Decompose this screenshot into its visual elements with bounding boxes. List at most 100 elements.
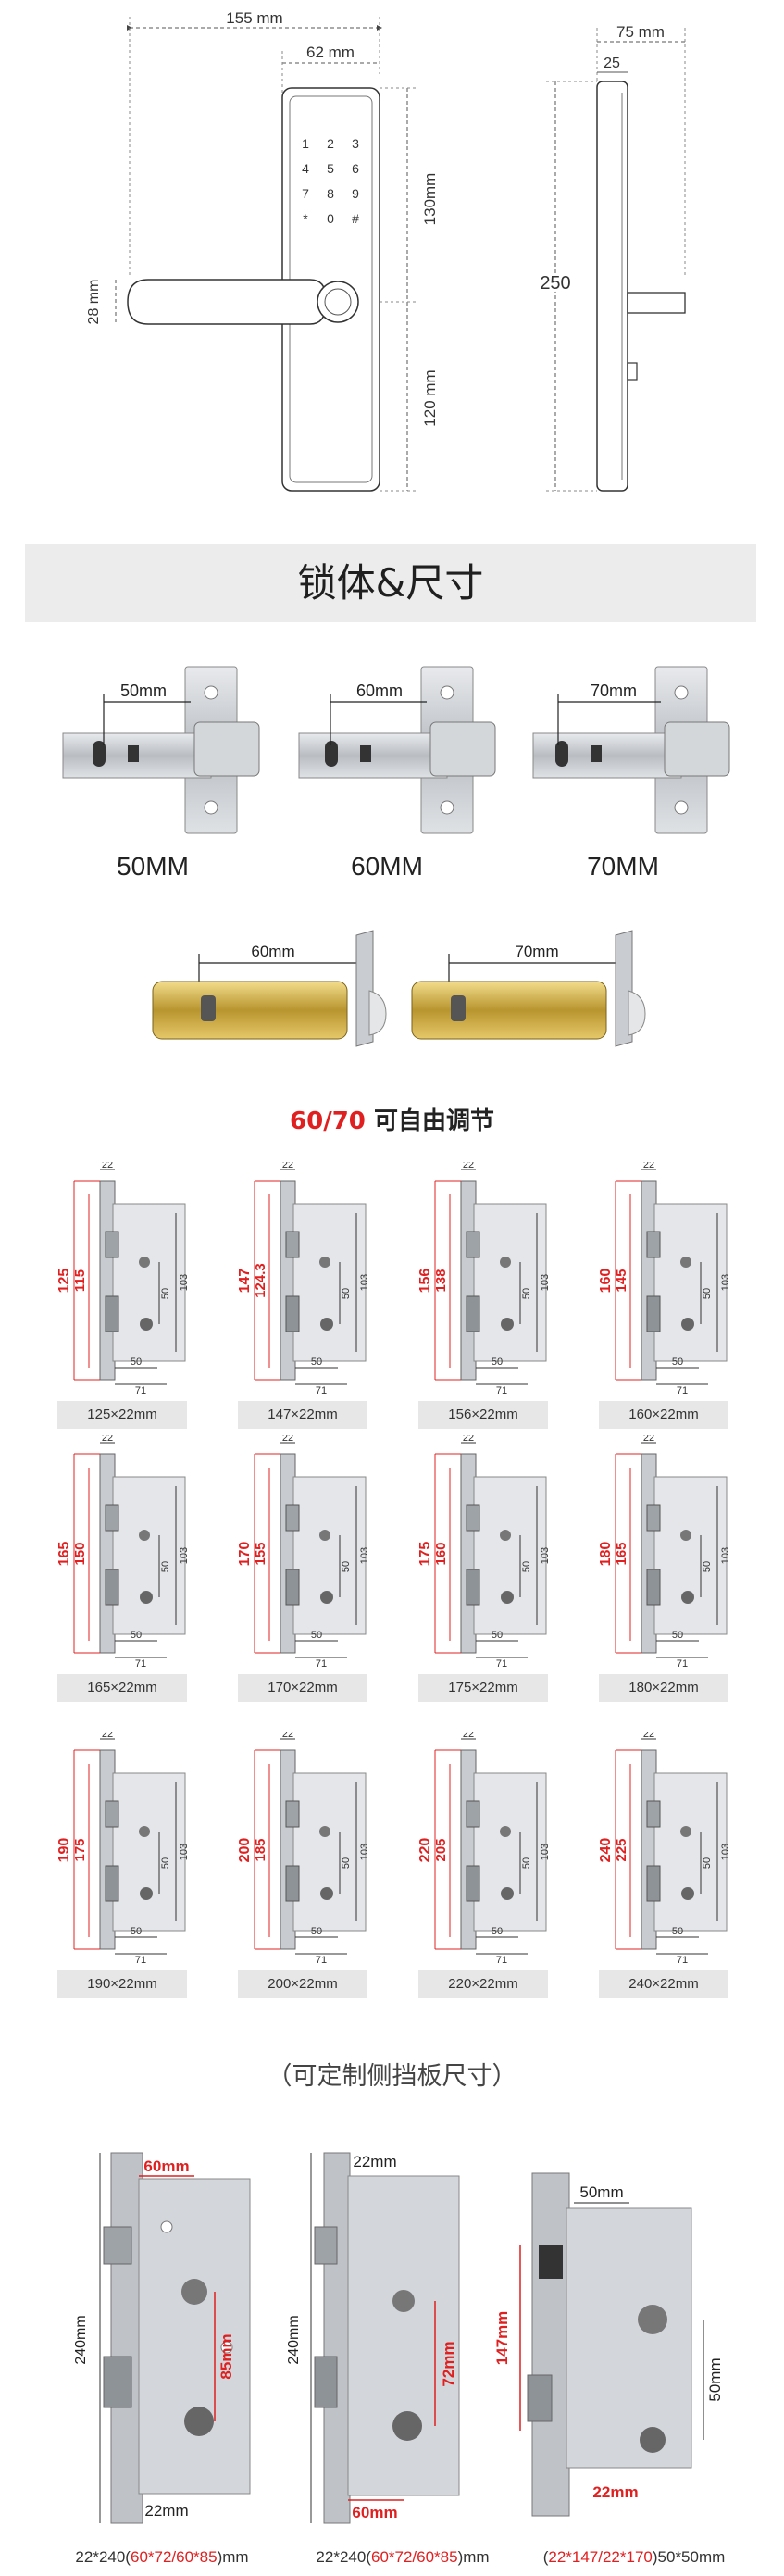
faceplate-inner-length: 150 (72, 1542, 88, 1565)
dim-total-width: 155 mm (226, 9, 282, 27)
latch-label-50: 50MM (117, 852, 189, 881)
latch-50: 50mm (62, 666, 260, 834)
faceplate-center-distance: 50 (341, 1857, 352, 1869)
faceplate-body-height: 103 (179, 1274, 190, 1291)
faceplate-body-height: 103 (359, 1547, 370, 1564)
faceplate-width: 22 (463, 1732, 474, 1740)
mortise-body-2: 240mm 22mm 72mm 60mm (286, 2152, 460, 2524)
top-dimension-drawing: 155 mm 62 mm 1 2 3 4 5 6 7 8 9 * 0 # 28 … (86, 9, 686, 492)
svg-text:0: 0 (327, 211, 334, 226)
latch-60: 60mm (298, 666, 496, 834)
latch-dim: 70mm (591, 682, 637, 700)
latch-label-70: 70MM (587, 852, 659, 881)
faceplate-body-width: 71 (677, 1658, 688, 1667)
faceplate-caption: 156×22mm (418, 1401, 548, 1429)
svg-text:5: 5 (327, 161, 334, 176)
faceplate-body-height: 103 (359, 1844, 370, 1860)
faceplate-body-width: 71 (677, 1385, 688, 1394)
mortise-dim-a: 50mm (579, 2183, 623, 2201)
latch-dim: 50mm (120, 682, 167, 700)
faceplate-caption: 240×22mm (599, 1970, 728, 1998)
faceplate-backset: 50 (672, 1926, 683, 1937)
latch-row: 50mm 60mm 70mm (62, 666, 730, 834)
faceplate-width: 22 (643, 1732, 654, 1740)
faceplate-center-distance: 50 (521, 1561, 532, 1572)
faceplate-body-width: 71 (135, 1658, 146, 1667)
faceplate-inner-length: 115 (72, 1269, 88, 1292)
faceplate-total-length: 200 (237, 1838, 253, 1863)
mortise-dim-b: 72mm (440, 2341, 457, 2386)
mortise-caption-3: (22*147/22*170)50*50mm (542, 2548, 726, 2566)
faceplate-inner-length: 160 (433, 1542, 449, 1565)
faceplate-width: 22 (282, 1435, 293, 1444)
faceplate-backset: 50 (672, 1357, 683, 1368)
faceplate-inner-length: 145 (614, 1269, 629, 1292)
faceplate-inner-length: 155 (253, 1542, 268, 1565)
dim-side-thickness: 25 (604, 56, 620, 71)
faceplate-body-width: 71 (496, 1658, 507, 1667)
section-title-band (25, 544, 756, 622)
faceplate-body-width: 71 (135, 1385, 146, 1394)
faceplate-total-length: 160 (598, 1269, 614, 1294)
faceplate-total-length: 180 (598, 1542, 614, 1567)
svg-text:4: 4 (302, 161, 309, 176)
mortise-dim-b: 50mm (706, 2357, 724, 2401)
faceplate-body-height: 103 (720, 1547, 731, 1564)
mortise-caption-1: 22*240(60*72/60*85)mm (75, 2548, 249, 2566)
mortise-dim-c: 60mm (352, 2504, 397, 2521)
faceplate-center-distance: 50 (521, 1288, 532, 1299)
faceplate-backset: 50 (311, 1926, 322, 1937)
faceplate-total-length: 175 (417, 1542, 433, 1567)
faceplate-backset: 50 (311, 1357, 322, 1368)
dim-upper-height: 130mm (421, 173, 439, 226)
mortise-height: 147mm (493, 2311, 511, 2366)
faceplate-body-width: 71 (316, 1955, 327, 1963)
faceplate-total-length: 190 (56, 1838, 72, 1863)
faceplate-body-height: 103 (359, 1274, 370, 1291)
faceplate-center-distance: 50 (341, 1288, 352, 1299)
svg-text:6: 6 (352, 161, 359, 176)
svg-text:*: * (303, 211, 308, 226)
faceplate-total-length: 125 (56, 1269, 72, 1294)
faceplate-width: 22 (102, 1732, 113, 1740)
faceplate-body-width: 71 (135, 1955, 146, 1963)
svg-text:2: 2 (327, 136, 334, 151)
faceplate-backset: 50 (131, 1926, 142, 1937)
faceplate-body-height: 103 (720, 1844, 731, 1860)
svg-text:1: 1 (302, 136, 309, 151)
mortise-caption-2: 22*240(60*72/60*85)mm (316, 2548, 490, 2566)
faceplate-caption: 165×22mm (57, 1674, 187, 1702)
faceplate-center-distance: 50 (341, 1561, 352, 1572)
tube-latch-dim: 70mm (515, 943, 558, 960)
dim-side-depth: 75 mm (616, 23, 665, 41)
svg-text:8: 8 (327, 186, 334, 201)
keypad: 1 2 3 4 5 6 7 8 9 * 0 # (302, 136, 359, 226)
faceplate-width: 22 (463, 1435, 474, 1444)
faceplate-body-width: 71 (316, 1385, 327, 1394)
dim-side-height: 250 (540, 273, 570, 294)
faceplate-caption: 200×22mm (238, 1970, 367, 1998)
faceplate-total-length: 147 (237, 1269, 253, 1294)
tube-latch-60: 60mm (152, 930, 387, 1047)
tube-latch-row: 60mm 70mm (152, 930, 646, 1047)
faceplate-center-distance: 50 (702, 1857, 713, 1869)
latch-dim: 60mm (356, 682, 403, 700)
faceplate-backset: 50 (311, 1630, 322, 1641)
svg-text:7: 7 (302, 186, 309, 201)
faceplate-center-distance: 50 (160, 1561, 171, 1572)
faceplate-inner-length: 165 (614, 1542, 629, 1565)
faceplate-total-length: 156 (417, 1269, 433, 1294)
faceplate-width: 22 (282, 1162, 293, 1170)
dim-panel-width: 62 mm (306, 44, 355, 61)
faceplate-caption: 180×22mm (599, 1674, 728, 1702)
faceplate-body-height: 103 (540, 1274, 551, 1291)
faceplate-body-height: 103 (179, 1547, 190, 1564)
